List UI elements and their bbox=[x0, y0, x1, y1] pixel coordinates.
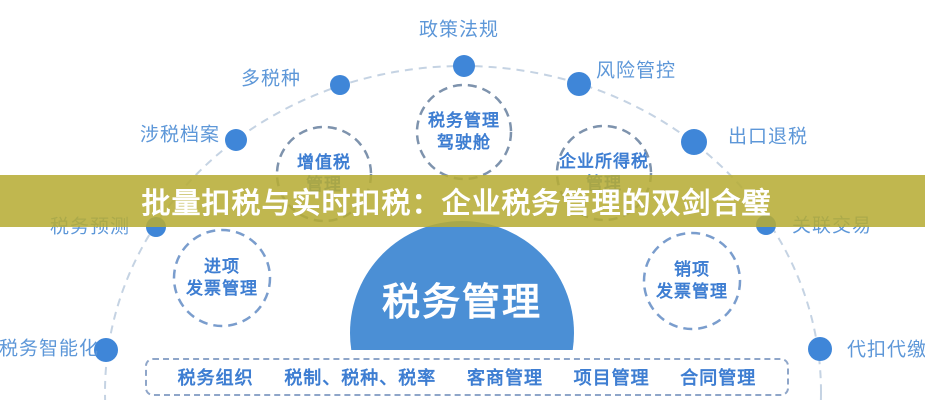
module-label-input-invoice: 进项 发票管理 bbox=[147, 256, 297, 300]
satellite-label-intelligence: 税务智能化 bbox=[0, 338, 100, 360]
page-title: 批量扣税与实时扣税：企业税务管理的双剑合璧 bbox=[141, 188, 772, 220]
center-circle-label: 税务管理 bbox=[381, 282, 542, 324]
satellite-label-multi-tax: 多税种 bbox=[240, 68, 302, 90]
satellite-dot-archive bbox=[225, 129, 247, 151]
foundation-item-projects: 项目管理 bbox=[573, 368, 650, 388]
module-label-cockpit-line2: 驾驶舱 bbox=[437, 133, 491, 152]
title-banner: 批量扣税与实时扣税：企业税务管理的双剑合璧 bbox=[0, 175, 925, 227]
module-circle-input-invoice bbox=[172, 228, 272, 328]
foundation-item-tax-system: 税制、税种、税率 bbox=[284, 368, 437, 388]
satellite-dot-policy bbox=[453, 55, 475, 77]
satellite-label-risk: 风险管控 bbox=[595, 60, 677, 82]
module-label-cockpit-line1: 税务管理 bbox=[428, 111, 500, 130]
module-label-cockpit: 税务管理 驾驶舱 bbox=[389, 110, 539, 154]
foundation-item-tax-org: 税务组织 bbox=[177, 368, 254, 388]
satellite-label-archive: 涉税档案 bbox=[139, 124, 221, 146]
module-label-cit-line1: 企业所得税 bbox=[559, 152, 649, 171]
satellite-dot-intelligence bbox=[94, 338, 118, 362]
module-circle-output-invoice bbox=[642, 231, 742, 331]
foundation-bar: 税务组织 税制、税种、税率 客商管理 项目管理 合同管理 bbox=[145, 358, 789, 396]
satellite-label-withholding: 代扣代缴 bbox=[846, 339, 925, 361]
foundation-item-customers: 客商管理 bbox=[466, 368, 543, 388]
satellite-dot-multi-tax bbox=[330, 75, 350, 95]
module-label-output-invoice-line2: 发票管理 bbox=[656, 282, 728, 301]
center-circle: 税务管理 bbox=[350, 221, 574, 350]
satellite-label-export-rebate: 出口退税 bbox=[727, 126, 809, 148]
module-label-input-invoice-line2: 发票管理 bbox=[186, 279, 258, 298]
module-label-output-invoice-line1: 销项 bbox=[674, 260, 710, 279]
satellite-dot-export-rebate bbox=[681, 129, 707, 155]
satellite-dot-risk bbox=[567, 72, 591, 96]
module-label-input-invoice-line1: 进项 bbox=[204, 257, 240, 276]
module-label-vat-line1: 增值税 bbox=[297, 153, 351, 172]
satellite-dot-withholding bbox=[808, 337, 832, 361]
satellite-label-policy: 政策法规 bbox=[418, 19, 500, 41]
module-circle-cockpit bbox=[415, 83, 513, 181]
foundation-item-contracts: 合同管理 bbox=[680, 368, 757, 388]
module-label-output-invoice: 销项 发票管理 bbox=[617, 259, 767, 303]
